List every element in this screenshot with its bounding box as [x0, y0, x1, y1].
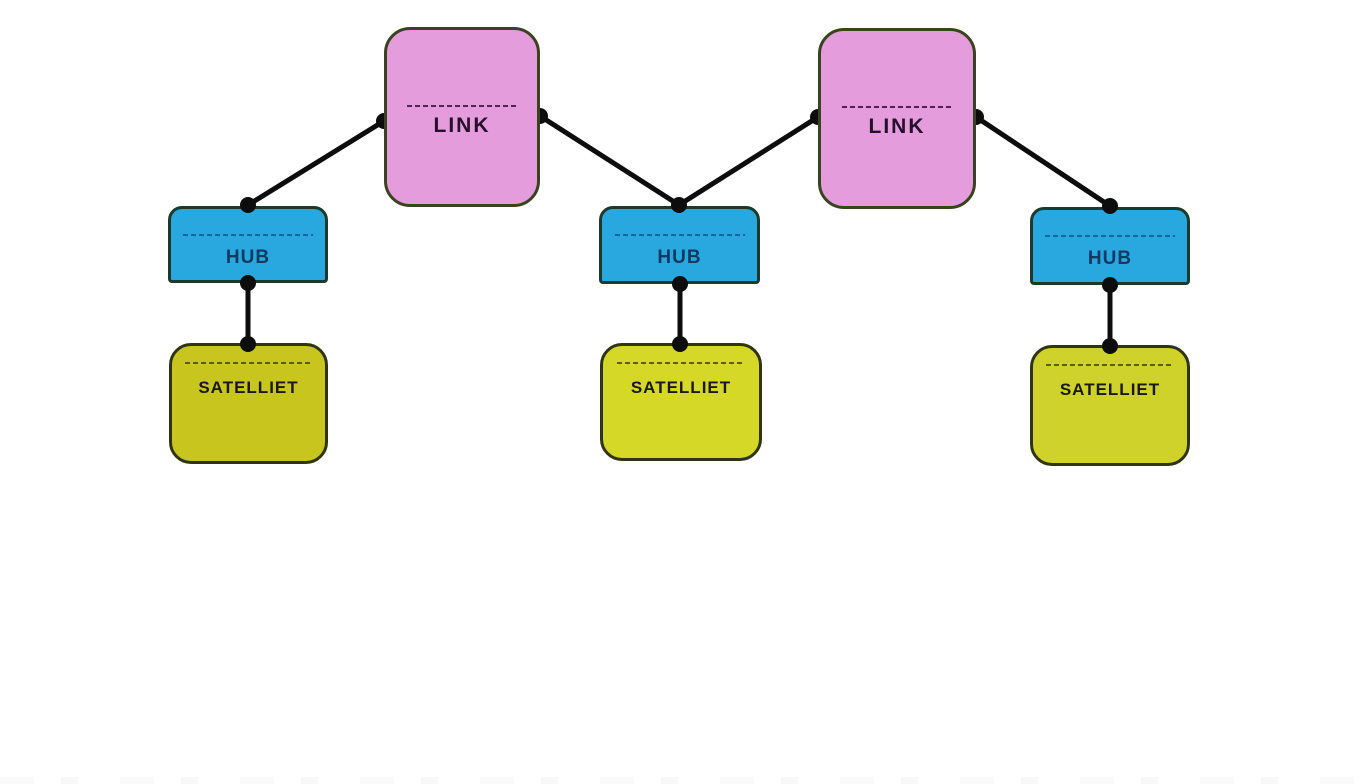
node-label: SATELLIET	[198, 378, 299, 397]
node-divider-line	[1045, 235, 1175, 237]
node-hub-3: HUB	[1030, 207, 1190, 285]
connector-hub2-link2	[676, 114, 821, 208]
node-label: HUB	[1087, 248, 1133, 269]
node-satellite-1: SATELLIET	[169, 343, 328, 464]
node-label: HUB	[225, 247, 271, 268]
node-label: SATELLIET	[630, 378, 732, 397]
node-hub-1: HUB	[168, 206, 328, 283]
node-divider-line	[183, 234, 313, 236]
node-divider-line	[617, 362, 745, 364]
node-label: LINK	[433, 114, 491, 137]
node-divider-line	[1046, 364, 1174, 366]
node-satellite-2: SATELLIET	[600, 343, 762, 461]
node-hub-2: HUB	[599, 206, 760, 284]
node-link-1: LINK	[384, 27, 540, 207]
connector-link1-hub2	[537, 113, 682, 208]
node-divider-line	[842, 106, 952, 108]
node-divider-line	[184, 362, 313, 364]
node-satellite-3: SATELLIET	[1030, 345, 1190, 466]
node-divider-line	[407, 105, 517, 107]
bottom-artifact-strip	[0, 777, 1360, 784]
node-label: LINK	[868, 115, 926, 138]
node-label: HUB	[657, 247, 702, 268]
connector-hub1-link1	[245, 118, 387, 208]
connector-link2-hub3	[973, 114, 1113, 209]
node-link-2: LINK	[818, 28, 976, 209]
node-divider-line	[614, 234, 745, 236]
node-label: SATELLIET	[1059, 380, 1161, 399]
